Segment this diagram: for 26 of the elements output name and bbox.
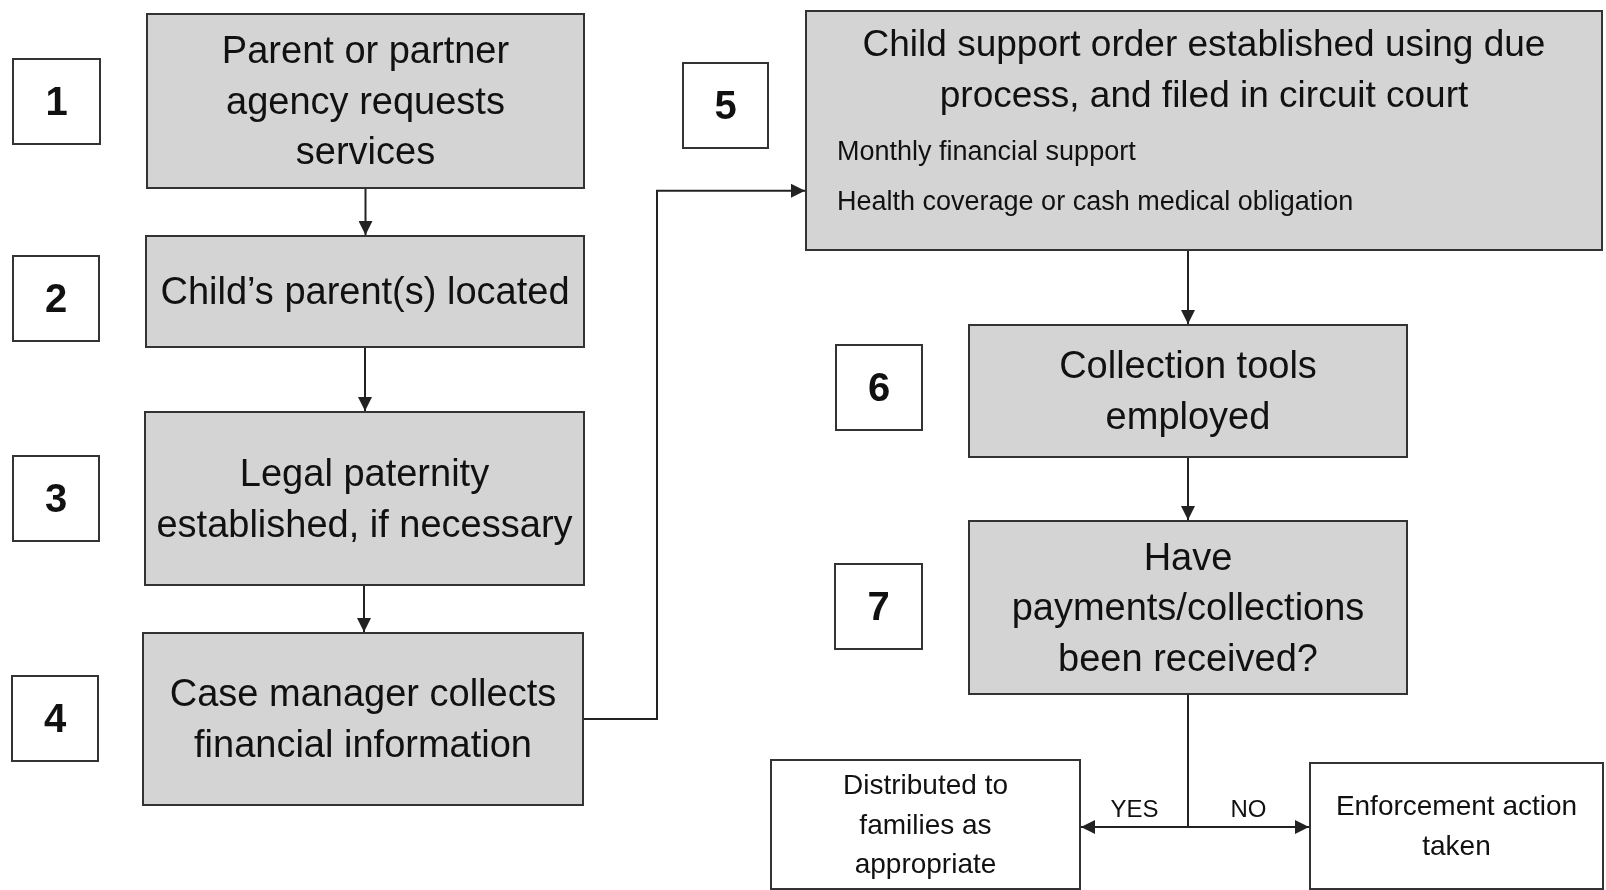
process-box: Legal paternity established, if necessary: [144, 411, 585, 586]
process-box: Case manager collects financial information: [142, 632, 584, 806]
arrow: [1181, 250, 1195, 325]
step-number-box: 6: [835, 344, 923, 431]
process-box: Child’s parent(s) located: [145, 235, 585, 348]
arrow: [583, 183, 806, 720]
list-item-text: Monthly financial support: [837, 135, 1137, 169]
outcome-box: Enforcement action taken: [1309, 762, 1604, 890]
arrow: [358, 347, 372, 412]
process-box: Collection tools employed: [968, 324, 1408, 458]
arrow: [1181, 457, 1195, 521]
heading-text: Child support order established using due process, and filed in circuit court: [861, 22, 1547, 118]
process-box: [805, 10, 1603, 251]
step-number-box: 2: [12, 255, 100, 342]
process-box: Parent or partner agency requests services: [146, 13, 585, 189]
process-box: Have payments/collections been received?: [968, 520, 1408, 695]
arrow: [358, 188, 373, 236]
arrow: [1187, 694, 1310, 834]
list-item-text: Health coverage or cash medical obligation: [837, 185, 1355, 218]
step-number-box: 3: [12, 455, 100, 542]
step-number-box: 1: [12, 58, 101, 145]
arrow: [357, 585, 371, 633]
step-number-box: 7: [834, 563, 923, 650]
outcome-box: Distributed to families as appropriate: [770, 759, 1081, 890]
step-number-box: 5: [682, 62, 769, 149]
step-number-box: 4: [11, 675, 99, 762]
